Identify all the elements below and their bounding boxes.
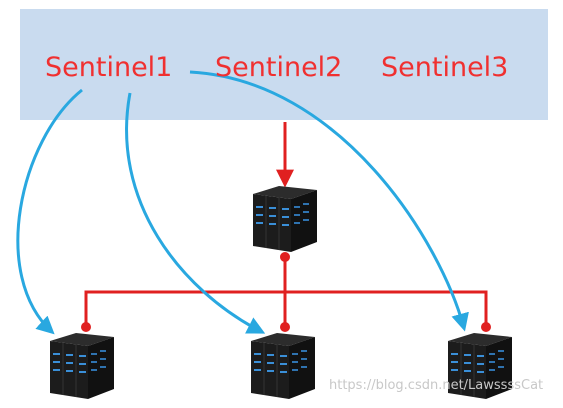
replication-links [84,122,488,327]
master-server-icon [252,185,318,253]
monitor-arrow-right [189,70,469,332]
monitor-arrow-left [16,88,83,335]
junction-dots [81,252,491,332]
watermark-text: https://blog.csdn.net/LawssssCat [329,378,544,393]
sentinel-banner [20,9,548,120]
monitor-arrow-middle [125,92,266,334]
junction-dot [81,322,91,332]
sentinel2-label: Sentinel2 [215,52,343,83]
junction-dot [481,322,491,332]
slave-server-left-icon [49,332,115,400]
junction-dot [280,252,290,262]
slave-server-middle-icon [250,332,316,400]
junction-dot [280,322,290,332]
monitor-arrows [16,70,469,335]
sentinel1-label: Sentinel1 [45,52,173,83]
sentinel3-label: Sentinel3 [381,52,509,83]
